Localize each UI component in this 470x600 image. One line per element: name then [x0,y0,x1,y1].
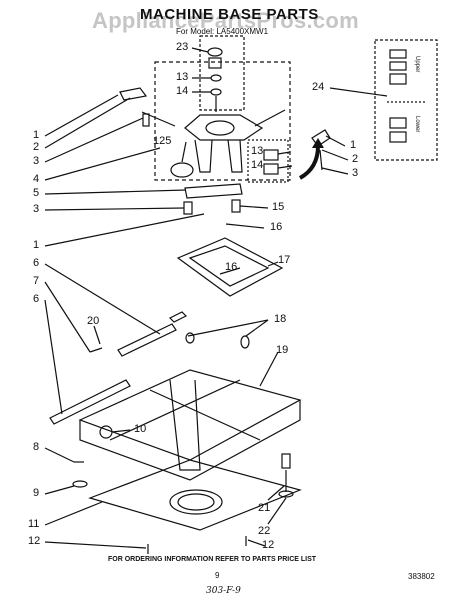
plate-part [176,237,284,297]
callout-1-lower: 1 [33,239,40,251]
callout-20: 20 [87,315,100,327]
callout-24: 24 [312,81,325,93]
callout-6: 6 [33,257,40,269]
callout-3: 3 [33,155,40,167]
callout-22: 22 [258,525,271,537]
base-pan [88,459,302,531]
handwritten-note: 303-F-9 [206,586,241,596]
page-title: MACHINE BASE PARTS [140,6,319,23]
callout-13-right: 13 [251,145,264,157]
callout-125: 125 [153,135,172,147]
model-number: For Model: LA5400XMW1 [176,27,269,36]
callout-6-lower: 6 [33,293,40,305]
callout-1-right: 1 [350,139,357,151]
callout-5: 5 [33,187,40,199]
inset-label-upper: Upper [414,56,420,73]
callout-3-lower: 3 [33,203,40,215]
ring-part [170,162,194,178]
callout-18: 18 [274,313,287,325]
callout-2-right: 2 [352,153,359,165]
callout-2: 2 [33,141,40,153]
inset-label-lower: Lower [414,116,420,133]
callout-16-lower: 16 [225,261,238,273]
clip-group-box [247,139,289,183]
base-frame [78,369,302,461]
callout-13: 13 [176,71,189,83]
callout-7: 7 [33,275,40,287]
callout-10: 10 [134,423,147,435]
bearing-part [207,47,223,57]
callout-14: 14 [176,85,189,97]
callout-23: 23 [176,41,189,53]
callout-4: 4 [33,173,40,185]
page-number: 9 [215,571,220,580]
callout-1: 1 [33,129,40,141]
ordering-note: FOR ORDERING INFORMATION REFER TO PARTS … [108,556,317,563]
callout-12: 12 [28,535,41,547]
seal-kit-box [374,39,438,161]
callout-19: 19 [276,344,289,356]
callout-3-right: 3 [352,167,359,179]
rail-part [117,323,177,357]
callout-8: 8 [33,441,40,453]
callout-17: 17 [278,254,291,266]
callout-21: 21 [258,502,271,514]
callout-15: 15 [272,201,285,213]
callout-9: 9 [33,487,40,499]
gearcase-part [184,114,264,141]
document-number: 383802 [408,572,435,581]
callout-12-right: 12 [262,539,275,551]
callout-16: 16 [270,221,283,233]
bearing-stack-box [199,35,245,111]
bar-part [184,183,243,199]
callout-11: 11 [28,518,40,530]
watermark: AppliancePartsPros.com [92,8,360,33]
callout-14-right: 14 [251,159,264,171]
